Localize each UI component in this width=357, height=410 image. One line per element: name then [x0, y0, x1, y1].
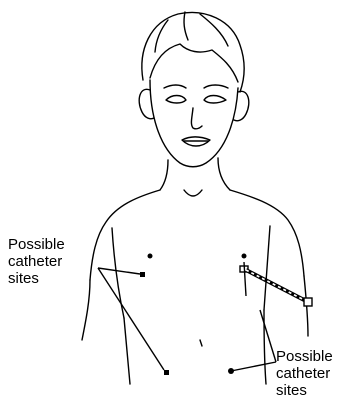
pointer-right-2 — [260, 310, 276, 362]
right-eyebrow — [204, 85, 228, 88]
pointer-left-1 — [98, 268, 140, 274]
hair-strand — [184, 12, 188, 40]
left-eye — [166, 96, 186, 104]
left-eyebrow — [164, 85, 186, 88]
hair-outline — [142, 12, 244, 92]
neck-left — [160, 160, 168, 190]
torso-right — [264, 310, 266, 384]
lower-left-catheter-site — [164, 370, 169, 375]
right-catheter-device — [240, 262, 312, 306]
pointer-left-2 — [98, 268, 164, 370]
label-left-line3: sites — [8, 270, 65, 287]
pointer-right-1 — [231, 362, 276, 371]
right-arm-inner — [264, 226, 270, 310]
left-nipple — [148, 254, 153, 259]
label-right-line1: Possible — [276, 348, 333, 365]
right-nipple — [242, 254, 247, 259]
hair-fringe — [150, 44, 238, 82]
hair-strand — [200, 14, 228, 46]
left-catheter-site — [140, 272, 145, 277]
label-left-line2: catheter — [8, 253, 65, 270]
catheter-sites-label-left: Possible catheter sites — [8, 236, 65, 287]
navel — [200, 340, 202, 346]
neck-notch — [184, 190, 202, 196]
neck-right — [218, 158, 230, 190]
right-eye — [204, 96, 226, 104]
left-arm-outer — [82, 280, 90, 340]
left-shoulder — [90, 190, 160, 280]
torso-left — [124, 318, 130, 384]
nose — [191, 108, 202, 129]
label-right-line3: sites — [276, 382, 333, 399]
label-right-line2: catheter — [276, 365, 333, 382]
catheter-sites-label-right: Possible catheter sites — [276, 348, 333, 399]
face-outline — [150, 80, 238, 167]
hair-strand — [155, 20, 168, 52]
label-left-line1: Possible — [8, 236, 65, 253]
